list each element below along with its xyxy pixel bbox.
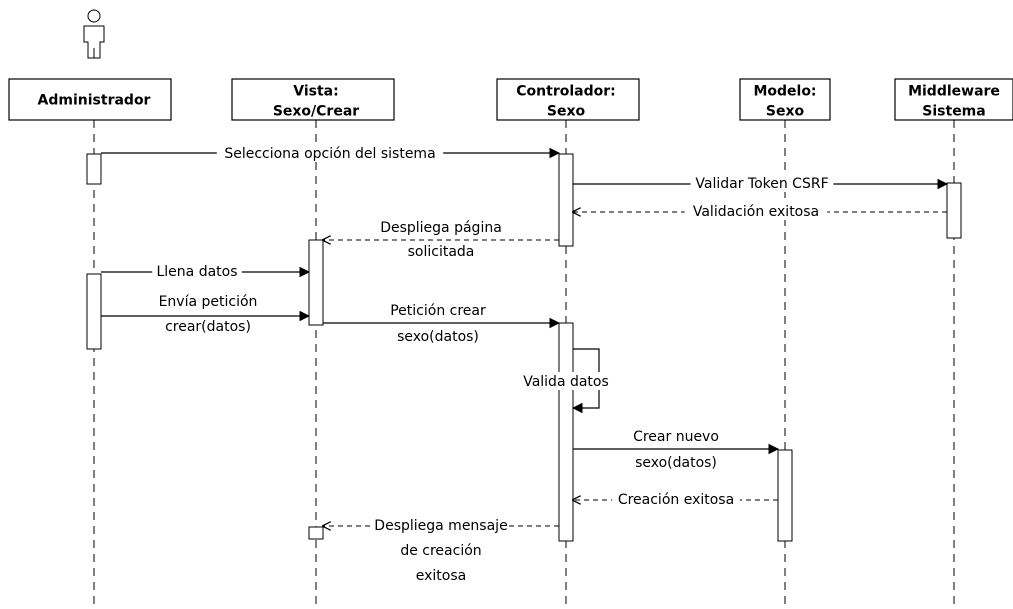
- activation-bar-vista-2: [308, 526, 324, 540]
- lifeline-headers: Administrador Vista: Sexo/Crear Controlador…: [8, 78, 1013, 121]
- message-label: Valida datos: [523, 374, 609, 390]
- lifeline-title: Sexo/Crear: [273, 104, 359, 120]
- message-label: sexo(datos): [635, 455, 717, 471]
- activation-bar-ctrl-1: [558, 153, 574, 247]
- message-label: Llena datos: [156, 264, 237, 280]
- message-label: Creación exitosa: [618, 492, 734, 508]
- message-label: Crear nuevo: [633, 429, 719, 445]
- activation-bar-ctrl-2: [558, 322, 574, 542]
- message-label: solicitada: [408, 244, 475, 260]
- lifeline-title: Sexo: [547, 104, 586, 120]
- message-label: Validación exitosa: [693, 204, 819, 220]
- message-label: Envía petición: [159, 294, 258, 310]
- lifeline-head-ctrl: Controlador: Sexo: [496, 78, 640, 121]
- message-label: Petición crear: [390, 303, 486, 319]
- message-8: Valida datos: [517, 348, 615, 414]
- message-label: Validar Token CSRF: [695, 176, 828, 192]
- lifeline-title: Sexo: [766, 104, 805, 120]
- lifeline-title: Administrador: [38, 93, 151, 109]
- lifeline-title: Middleware: [908, 84, 1000, 100]
- message-4: Despliega página solicitada: [323, 218, 559, 260]
- activation-bar-admin-2: [86, 273, 102, 350]
- lifeline-head-modelo: Modelo: Sexo: [739, 78, 831, 121]
- activation-bar-admin-1: [86, 153, 102, 185]
- lifeline-head-vista: Vista: Sexo/Crear: [231, 78, 395, 121]
- message-5: Llena datos: [101, 262, 311, 280]
- lifeline-title: Vista:: [293, 84, 338, 100]
- lifeline-title: Modelo:: [753, 84, 816, 100]
- message-9: Crear nuevo sexo(datos): [573, 427, 780, 471]
- message-10: Creación exitosa: [573, 490, 778, 508]
- activation-bar-modelo-1: [777, 449, 793, 542]
- message-label: sexo(datos): [397, 329, 479, 345]
- message-1: Selecciona opción del sistema: [101, 144, 561, 162]
- message-6: Envía petición crear(datos): [101, 292, 311, 335]
- lifeline-title: Controlador:: [516, 84, 615, 100]
- message-label: Despliega mensaje: [374, 518, 507, 534]
- lifeline-head-admin: Administrador: [8, 78, 172, 121]
- message-label: Selecciona opción del sistema: [224, 146, 435, 162]
- lifeline-dashed-lines: [93, 120, 955, 606]
- activation-bar-vista-1: [308, 239, 324, 326]
- message-2: Validar Token CSRF: [573, 174, 949, 192]
- lifeline-title: Sistema: [922, 104, 985, 120]
- person-icon: [83, 9, 105, 59]
- message-label: crear(datos): [165, 319, 251, 335]
- message-label: Despliega página: [380, 220, 502, 236]
- activation-bar-mw-1: [946, 182, 962, 239]
- message-7: Petición crear sexo(datos): [323, 301, 561, 345]
- message-11: Despliega mensaje de creación exitosa: [323, 516, 559, 584]
- message-label: exitosa: [416, 568, 466, 584]
- message-label: de creación: [400, 543, 481, 559]
- message-3: Validación exitosa: [573, 202, 947, 220]
